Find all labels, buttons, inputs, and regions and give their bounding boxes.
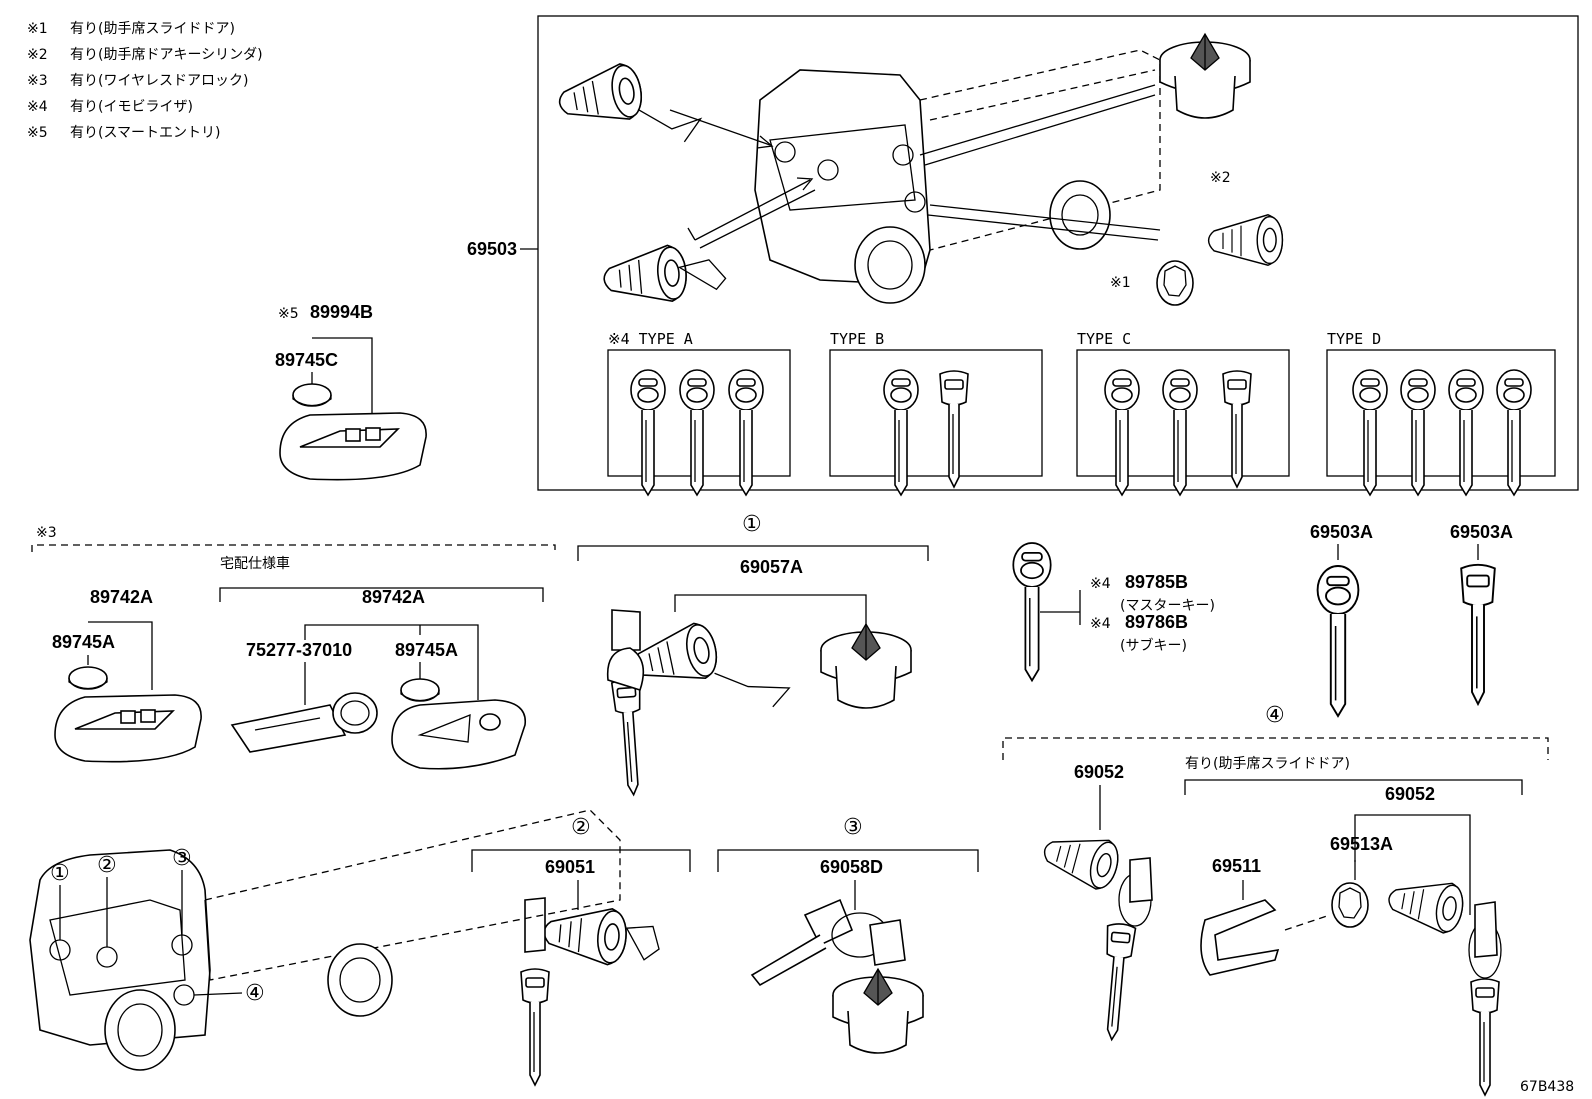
- main-set-part-number: 69503: [467, 239, 517, 259]
- passenger-door-cylinder: [1207, 214, 1284, 266]
- sub-note: ※4: [1090, 616, 1111, 632]
- group-1-cylinder: [628, 619, 791, 708]
- type-d-box: TYPE D: [1326, 330, 1556, 496]
- note-2: ※2: [27, 47, 48, 63]
- blank-key-1-number: 69503A: [1310, 522, 1373, 542]
- type-c-box: TYPE C: [1076, 330, 1290, 496]
- blank-key-2: [1460, 563, 1496, 705]
- master-note: ※4: [1090, 576, 1111, 592]
- note-5: ※5: [27, 125, 48, 141]
- group-4-right-cylinder: [1384, 872, 1468, 937]
- smart-entry-note: ※5: [278, 306, 299, 322]
- master-keys-group: ※4 89785B (マスターキー) ※4 89786B (サブキー): [1012, 542, 1215, 682]
- wireless-right-coin: [400, 678, 440, 702]
- group-4-sub-heading: 有り(助手席スライドドア): [1185, 756, 1350, 772]
- ignition-cylinder: [600, 243, 727, 308]
- group-1: ① 69057A: [577, 512, 929, 797]
- wireless-sub-heading: 宅配仕様車: [220, 555, 290, 572]
- group-3-keys: [750, 898, 906, 987]
- fuel-cap-upper: [1159, 33, 1251, 119]
- group-4-ring: [1331, 882, 1369, 928]
- sub-key-desc: (サブキー): [1120, 637, 1187, 654]
- group-4-left-keys: [1096, 857, 1153, 1042]
- truck-illustration: [754, 49, 1161, 304]
- note-5-text: 有り(スマートエントリ): [70, 125, 221, 141]
- group-3-part-number: 69058D: [820, 857, 883, 877]
- note-4: ※4: [27, 99, 48, 115]
- group-3-circle: ③: [843, 815, 863, 840]
- ring-note: ※1: [1110, 275, 1131, 291]
- truck-callout-2: ②: [97, 853, 117, 878]
- group-2-circle: ②: [571, 815, 591, 840]
- main-set-box: 69503: [467, 15, 1579, 496]
- master-key-desc: (マスターキー): [1120, 598, 1215, 614]
- blank-keys-group: 69503A 69503A: [1310, 522, 1513, 717]
- group-4-left-cylinder: [1037, 824, 1124, 894]
- type-b-box: TYPE B: [829, 330, 1043, 496]
- group-1-part-number: 69057A: [740, 557, 803, 577]
- smart-entry-part-number: 89994B: [310, 302, 373, 322]
- group-4-clip: [1200, 899, 1280, 976]
- group-3: ③ 69058D: [717, 815, 979, 1054]
- group-4-left-part: 69052: [1074, 762, 1124, 782]
- wireless-left-transmitter: 89742A: [90, 587, 153, 607]
- notes-list: ※1 有り(助手席スライドドア) ※2 有り(助手席ドアキーシリンダ) ※3 有…: [27, 21, 263, 141]
- wireless-right-transmitter: 89742A: [362, 587, 425, 607]
- truck-callout-4: ④: [245, 981, 265, 1006]
- group-2-cylinder: [540, 902, 660, 967]
- truck-callout-3: ③: [172, 846, 192, 871]
- group-4-clip-number: 69511: [1212, 856, 1261, 876]
- smart-entry-battery-number: 89745C: [275, 350, 338, 370]
- type-c-label: TYPE C: [1077, 330, 1131, 348]
- wireless-plate-number: 75277-37010: [246, 640, 352, 660]
- wireless-left-battery: 89745A: [52, 632, 115, 652]
- note-2-text: 有り(助手席ドアキーシリンダ): [70, 47, 263, 63]
- type-a-label: ※4 TYPE A: [608, 330, 693, 348]
- smart-battery: [292, 383, 332, 407]
- sub-key-number: 89786B: [1125, 612, 1188, 632]
- callout-arrows: [669, 84, 1161, 249]
- wireless-left-fob: [54, 694, 202, 763]
- group-1-fuel-cap: [820, 623, 912, 709]
- cylinder-note: ※2: [1210, 170, 1231, 186]
- blank-key-2-number: 69503A: [1450, 522, 1513, 542]
- smart-fob: [279, 412, 427, 481]
- note-4-text: 有り(イモビライザ): [70, 99, 193, 115]
- group-4-ring-number: 69513A: [1330, 834, 1393, 854]
- group-1-circle: ①: [742, 512, 762, 537]
- type-a-box: ※4 TYPE A: [607, 330, 791, 496]
- wireless-note: ※3: [36, 525, 57, 541]
- note-1-text: 有り(助手席スライドドア): [70, 21, 235, 37]
- master-key-number: 89785B: [1125, 572, 1188, 592]
- note-3: ※3: [27, 73, 48, 89]
- group-2: ② 69051: [471, 815, 691, 1086]
- type-d-label: TYPE D: [1327, 330, 1381, 348]
- blank-key-1: [1316, 565, 1360, 717]
- group-4: ④ 69052 有り(助手席スライドドア) 69052 69511 69513A: [1002, 703, 1549, 1096]
- note-3-text: 有り(ワイヤレスドアロック): [70, 73, 249, 89]
- figure-id: 67B438: [1520, 1079, 1574, 1095]
- truck-callout-1: ①: [50, 861, 70, 886]
- wireless-group: ※3 宅配仕様車 89742A 89745A 89742A 75277-3701…: [31, 525, 556, 770]
- wireless-right-battery: 89745A: [395, 640, 458, 660]
- callout-truck: ① ② ③ ④: [29, 809, 621, 1071]
- note-1: ※1: [27, 21, 48, 37]
- type-b-label: TYPE B: [830, 330, 884, 348]
- group-1-keys: [606, 609, 649, 797]
- hex-ring: [1156, 260, 1194, 306]
- door-cylinder-upper: [554, 60, 703, 143]
- wireless-right-fob: [391, 699, 526, 770]
- group-4-right-part: 69052: [1385, 784, 1435, 804]
- group-4-right-keys: [1468, 901, 1502, 1096]
- wireless-left-coin: [68, 666, 108, 690]
- group-2-part-number: 69051: [545, 857, 595, 877]
- group-2-keys: [520, 897, 550, 1086]
- group-3-fuel-cap: [832, 968, 924, 1054]
- smart-entry-group: ※5 89994B 89745C: [275, 302, 427, 481]
- wireless-plate: [230, 692, 378, 753]
- group-4-circle: ④: [1265, 703, 1285, 728]
